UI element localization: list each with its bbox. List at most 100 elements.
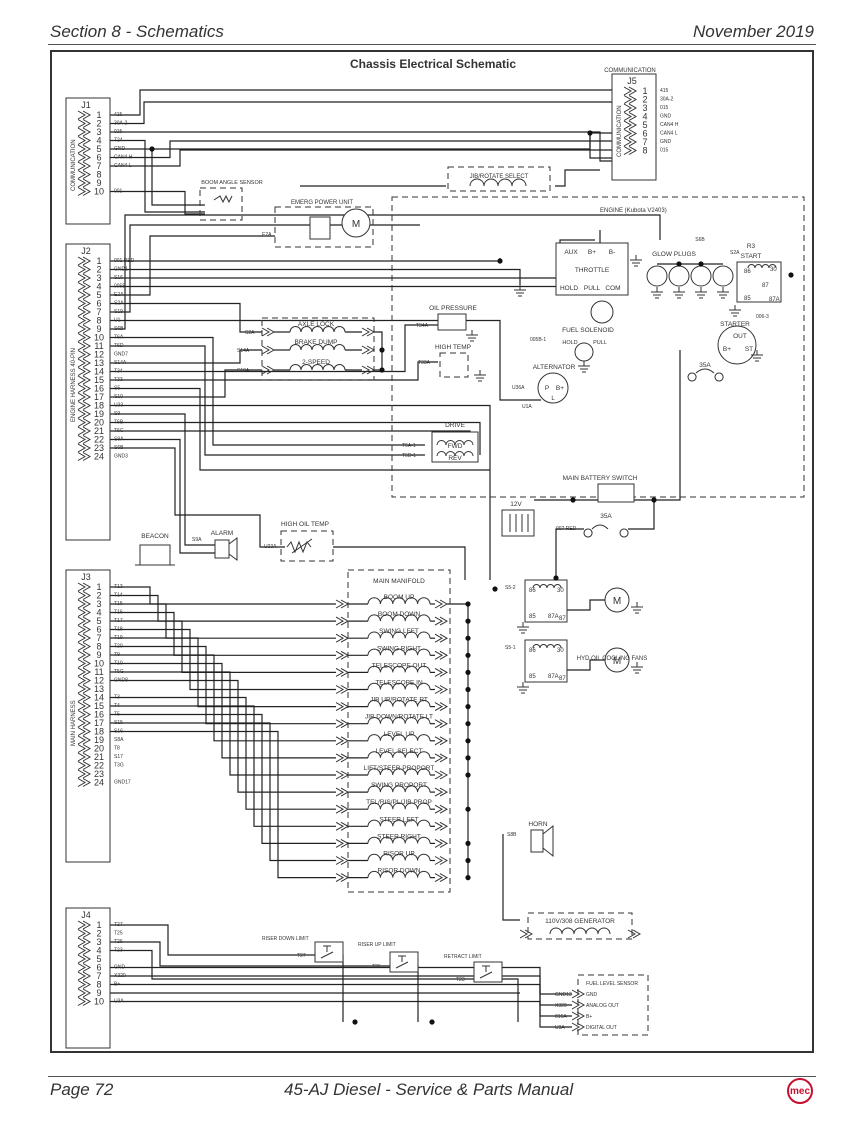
glow-plug-icon — [668, 265, 690, 287]
connector-pin-icon — [623, 112, 638, 121]
connector-pin-icon — [335, 702, 350, 712]
pin-number: 20 — [94, 744, 104, 754]
pin-wire-label: T27 — [114, 922, 123, 928]
pin-wire-label: S14A — [114, 360, 127, 366]
pin-number: 4 — [96, 608, 101, 618]
pin-number: 10 — [94, 333, 104, 343]
starter-bplus: B+ — [723, 346, 731, 353]
junction-dot — [465, 806, 471, 812]
starter-st: ST — [745, 346, 753, 353]
connector-pin-icon — [623, 120, 638, 130]
coil-icon — [367, 819, 431, 827]
coil-icon — [367, 853, 431, 861]
pin-number: 22 — [94, 435, 104, 445]
wire — [110, 696, 336, 810]
wire-label-t26: T26 — [372, 964, 381, 970]
coil-icon — [532, 644, 562, 649]
pin-number: 1 — [96, 582, 101, 592]
pin-wire-label: T17 — [114, 618, 123, 624]
connector-group-label: COMMUNICATION — [617, 105, 623, 157]
drive-label: DRIVE — [445, 422, 466, 429]
epu-relay — [309, 216, 331, 240]
potentiometer-icon — [213, 194, 233, 204]
high-oil-temp-sensor — [280, 530, 334, 562]
glow-plug-icon — [690, 265, 712, 287]
connector-pin-icon — [77, 110, 92, 120]
ground-icon — [578, 361, 590, 373]
connector-pin-icon — [434, 667, 449, 677]
ground-icon — [517, 682, 529, 694]
pin-number: 11 — [94, 341, 103, 351]
pin-wire-label: T19 — [114, 635, 123, 641]
junction-dot — [352, 1019, 358, 1025]
pin-wire-label: T9 — [114, 652, 120, 658]
horn-icon — [542, 824, 554, 858]
wire-label-s2a-r3: S2A — [730, 250, 740, 256]
jib-rotate-select — [447, 166, 551, 192]
pin-number: 1 — [96, 110, 101, 120]
connector-pin-icon — [623, 95, 638, 104]
junction-dot — [553, 575, 559, 581]
connector-pin-icon — [77, 127, 92, 137]
cooling-fan-relay — [524, 639, 568, 683]
connector-pin-icon — [571, 1000, 586, 1010]
pin-number: 4 — [642, 112, 647, 122]
pin-wire-label: CAN4 L — [114, 163, 132, 169]
fuel-solenoid-pull: PULL — [593, 340, 607, 346]
connector-name: J3 — [81, 572, 91, 582]
connector-pin-icon — [335, 736, 350, 746]
pin-wire-label: 415 — [660, 88, 669, 94]
high-temp-label: HIGH TEMP — [435, 344, 471, 351]
wire — [110, 447, 285, 548]
wire — [110, 101, 612, 125]
connector-pin-icon — [434, 838, 449, 848]
pin-number: 5 — [96, 290, 101, 300]
alarm — [214, 539, 230, 559]
pin-wire-label: GND1 — [114, 267, 128, 273]
pin-wire-label: S10 — [114, 394, 123, 400]
pin-wire-label: T14 — [114, 593, 123, 599]
connector-pin-icon — [335, 838, 350, 848]
emerg-power-unit — [274, 206, 374, 248]
pin-wire-label: 015 — [660, 148, 669, 154]
coil-icon — [289, 326, 346, 333]
wire-label-u36a: U36A — [512, 385, 525, 391]
high-temp-switch — [439, 352, 469, 378]
wire — [110, 430, 471, 445]
pin-wire-label: T26 — [114, 939, 123, 945]
pin-number: 1 — [96, 920, 101, 930]
document-date: November 2019 — [693, 22, 814, 41]
connector-pin-icon — [77, 452, 92, 461]
drive-fwd-label: FWD — [448, 443, 463, 450]
connector-group-label: COMMUNICATION — [71, 139, 77, 191]
coil-icon — [367, 717, 431, 724]
pin-wire-label: T5 — [114, 712, 120, 718]
pin-wire-label: X320 — [114, 973, 126, 979]
motor-label: M — [613, 656, 621, 667]
fuel-solenoid-hold: HOLD — [562, 340, 577, 346]
connector-pin-icon — [77, 659, 92, 668]
relay-pin-86: 86 — [529, 648, 536, 654]
coil-icon — [436, 451, 474, 457]
coil-icon — [469, 178, 527, 187]
junction-dot — [698, 261, 704, 267]
wire — [110, 336, 425, 446]
connector-pin-icon — [77, 418, 92, 427]
connector-pin-icon — [77, 136, 92, 145]
pin-wire-label: S9A — [114, 437, 124, 443]
pin-wire-label: 30A-2 — [660, 97, 674, 103]
coil-icon — [549, 927, 611, 935]
r3-pin-87a: 87A — [769, 297, 780, 303]
connector-pin-icon — [361, 327, 376, 337]
pin-number: 5 — [96, 616, 101, 626]
wire — [555, 169, 600, 187]
connector-pin-icon — [77, 710, 92, 719]
connector-pin-icon — [77, 633, 92, 643]
coil-icon — [367, 631, 431, 639]
thermistor-icon — [286, 538, 313, 554]
fuse-icon — [687, 368, 724, 382]
glow-plug-icon — [712, 265, 734, 287]
connector-pin-icon — [77, 375, 92, 385]
wire — [110, 438, 215, 554]
connector-pin-icon — [77, 187, 92, 196]
